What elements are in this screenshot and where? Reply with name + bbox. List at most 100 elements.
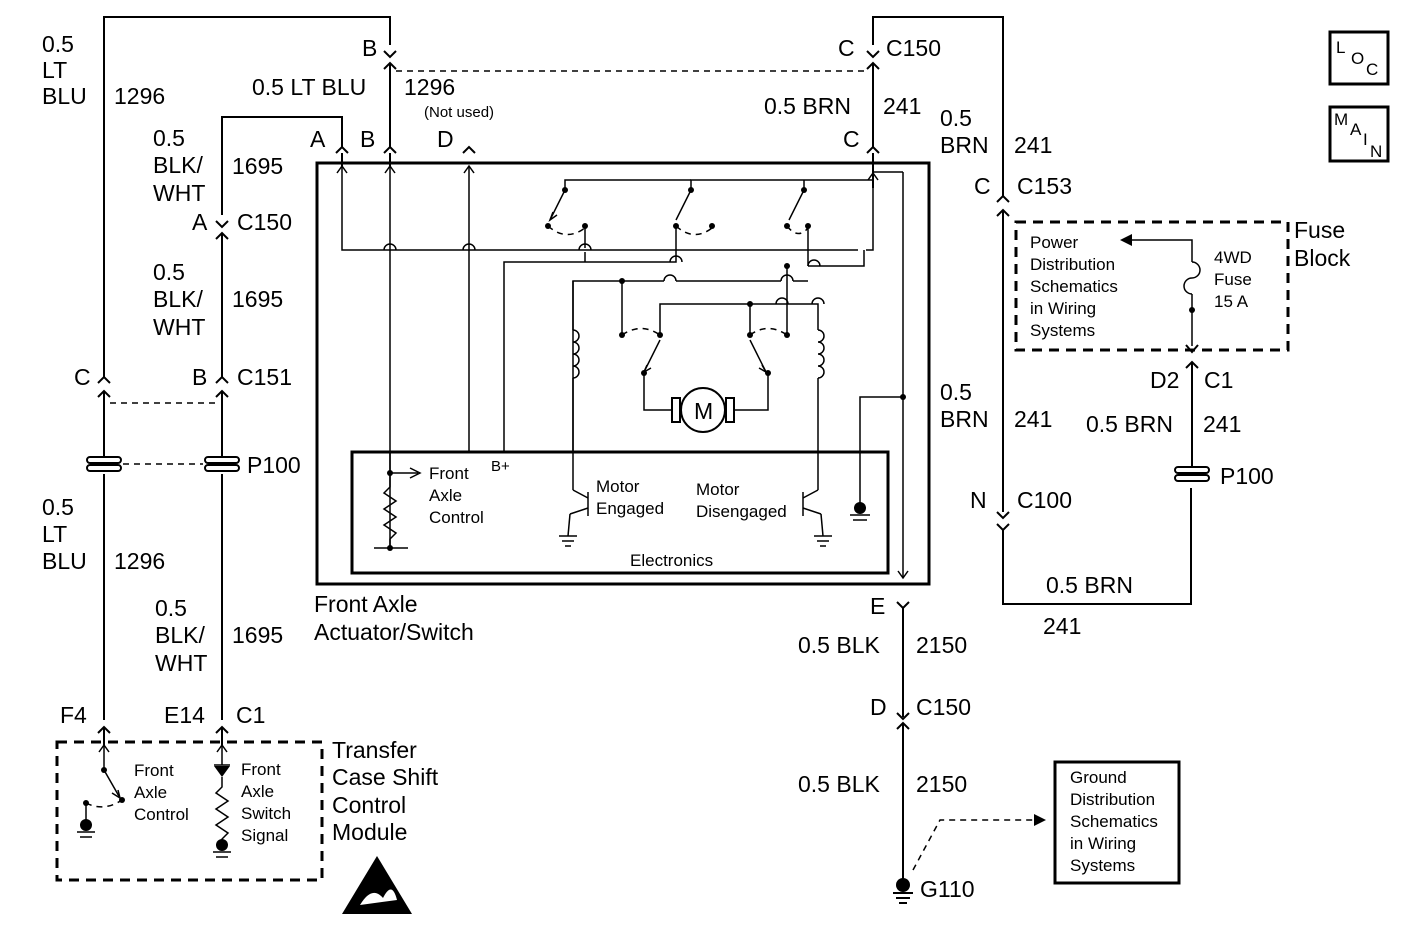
power-dist-line5: Systems bbox=[1030, 321, 1095, 340]
wire-label-brn-right-a-size: 0.5 bbox=[940, 105, 972, 131]
connector-f4: F4 bbox=[60, 702, 87, 728]
main-button[interactable]: M A I N bbox=[1328, 105, 1390, 163]
tcm-switch-signal-line2: Axle bbox=[241, 782, 274, 801]
connector-b-top: B bbox=[362, 35, 377, 61]
ground-dist-box bbox=[1053, 760, 1181, 885]
wire-label-brn-bottom-circuit: 241 bbox=[1043, 613, 1081, 639]
ground-dist-line4: in Wiring bbox=[1070, 834, 1136, 853]
front-axle-control-line2: Axle bbox=[429, 486, 462, 505]
tcm-title-line4: Module bbox=[332, 819, 407, 845]
actuator-pin-a: A bbox=[310, 126, 326, 152]
wire-label-blk-b: 0.5 BLK bbox=[798, 771, 880, 797]
tcm-internal bbox=[77, 743, 231, 858]
connector-d2: D2 bbox=[1150, 367, 1179, 393]
actuator-pin-d: D bbox=[437, 126, 454, 152]
wire-label-blk-wht-c-color1: BLK/ bbox=[155, 622, 205, 648]
esd-warning-icon bbox=[342, 856, 412, 914]
connector-c150-a-pin: A bbox=[192, 209, 208, 235]
wire-label-blk-wht-c-circuit: 1695 bbox=[232, 622, 283, 648]
loc-letter-c: C bbox=[1366, 60, 1378, 79]
wire-label-blk-wht-a-size: 0.5 bbox=[153, 125, 185, 151]
wire-label-blk-wht-b-color1: BLK/ bbox=[153, 286, 203, 312]
connector-c1-fuse: C1 bbox=[1204, 367, 1233, 393]
b-plus-label: B+ bbox=[491, 458, 510, 475]
wire-label-brn-right-b-size: 0.5 bbox=[940, 379, 972, 405]
power-dist-line2: Distribution bbox=[1030, 255, 1115, 274]
wire-label-blk-b-circuit: 2150 bbox=[916, 771, 967, 797]
wire-label-blk-wht-a-color2: WHT bbox=[153, 180, 205, 206]
tcm-switch-signal-line3: Switch bbox=[241, 804, 291, 823]
tcm-front-axle-control-line1: Front bbox=[134, 761, 174, 780]
power-dist-line3: Schematics bbox=[1030, 277, 1118, 296]
wire-label-lt-blu-circuit: 1296 bbox=[114, 83, 165, 109]
actuator-pin-b: B bbox=[360, 126, 375, 152]
connector-e-pin: E bbox=[870, 593, 885, 619]
wire-label-brn-right-b-color: BRN bbox=[940, 406, 989, 432]
fuse-4wd-line3: 15 A bbox=[1214, 292, 1249, 311]
loc-letter-o: O bbox=[1351, 49, 1364, 68]
ground-g110: G110 bbox=[920, 876, 975, 902]
wire-label-lt-blu-b-color2: BLU bbox=[42, 548, 87, 574]
ground-dist-line3: Schematics bbox=[1070, 812, 1158, 831]
fuse-circuit bbox=[1120, 234, 1210, 482]
motor-label: M bbox=[694, 398, 713, 424]
main-letter-i: I bbox=[1363, 130, 1368, 149]
fuse-block-title-line2: Block bbox=[1294, 245, 1351, 271]
fuse-block-title-line1: Fuse bbox=[1294, 217, 1345, 243]
connector-p100-right: P100 bbox=[1220, 463, 1274, 489]
actuator-title-line1: Front Axle bbox=[314, 591, 418, 617]
connector-c100-pin: N bbox=[970, 487, 987, 513]
connector-c151-label: C151 bbox=[237, 364, 292, 390]
power-dist-line1: Power bbox=[1030, 233, 1079, 252]
ground-dist-line2: Distribution bbox=[1070, 790, 1155, 809]
front-axle-control-line1: Front bbox=[429, 464, 469, 483]
wire-label-blk-a: 0.5 BLK bbox=[798, 632, 880, 658]
motor-icon bbox=[680, 387, 726, 433]
not-used-note: (Not used) bbox=[424, 104, 494, 121]
main-letter-n: N bbox=[1370, 142, 1382, 161]
actuator-title-line2: Actuator/Switch bbox=[314, 619, 474, 645]
loc-button[interactable]: L O C bbox=[1328, 30, 1390, 86]
wire-label-lt-blu-color1: LT bbox=[42, 57, 67, 83]
wire-label-lt-blu-b-color1: LT bbox=[42, 521, 67, 547]
fuse-4wd-line1: 4WD bbox=[1214, 248, 1252, 267]
ground-dist-line1: Ground bbox=[1070, 768, 1127, 787]
connector-c1-tcm: C1 bbox=[236, 702, 265, 728]
pin-d-connector bbox=[462, 145, 476, 154]
front-axle-actuator-box bbox=[315, 161, 931, 586]
connector-c150-d-pin: D bbox=[870, 694, 887, 720]
fuse-4wd-line2: Fuse bbox=[1214, 270, 1252, 289]
wire-label-blk-wht-b-circuit: 1695 bbox=[232, 286, 283, 312]
electronics-box bbox=[350, 450, 890, 575]
wire-label-lt-blu-mid: 0.5 LT BLU bbox=[252, 74, 366, 100]
connector-e14: E14 bbox=[164, 702, 205, 728]
main-letter-a: A bbox=[1350, 120, 1362, 139]
wire-label-brn-right-a-circuit: 241 bbox=[1014, 132, 1052, 158]
actuator-pin-c: C bbox=[843, 126, 860, 152]
wire-label-blk-wht-c-size: 0.5 bbox=[155, 595, 187, 621]
tcm-title-line3: Control bbox=[332, 792, 406, 818]
front-axle-control-line3: Control bbox=[429, 508, 484, 527]
wire-label-brn-fuse-out-circuit: 241 bbox=[1203, 411, 1241, 437]
wire-label-brn-bottom: 0.5 BRN bbox=[1046, 572, 1133, 598]
tcm-front-axle-control-line3: Control bbox=[134, 805, 189, 824]
tcm-switch-signal-line4: Signal bbox=[241, 826, 288, 845]
wire-blk-wht-1695 bbox=[215, 116, 349, 745]
connector-c151-b-pin: B bbox=[192, 364, 207, 390]
wire-label-blk-wht-c-color2: WHT bbox=[155, 650, 207, 676]
motor-engaged-line1: Motor bbox=[596, 477, 640, 496]
tcm-switch-signal-line1: Front bbox=[241, 760, 281, 779]
connector-c153-label: C153 bbox=[1017, 173, 1072, 199]
wire-label-lt-blu-color2: BLU bbox=[42, 83, 87, 109]
wire-lt-blu-1296 bbox=[97, 16, 397, 745]
wire-label-brn-top-circuit: 241 bbox=[883, 93, 921, 119]
wire-blk-2150 bbox=[893, 601, 1046, 904]
tcm-title-line1: Transfer bbox=[332, 737, 417, 763]
connector-c-top: C bbox=[838, 35, 855, 61]
wire-label-brn-top: 0.5 BRN bbox=[764, 93, 851, 119]
connector-c151-c-pin: C bbox=[74, 364, 91, 390]
power-dist-line4: in Wiring bbox=[1030, 299, 1096, 318]
wire-label-blk-wht-b-color2: WHT bbox=[153, 314, 205, 340]
electronics-internal bbox=[374, 452, 870, 551]
